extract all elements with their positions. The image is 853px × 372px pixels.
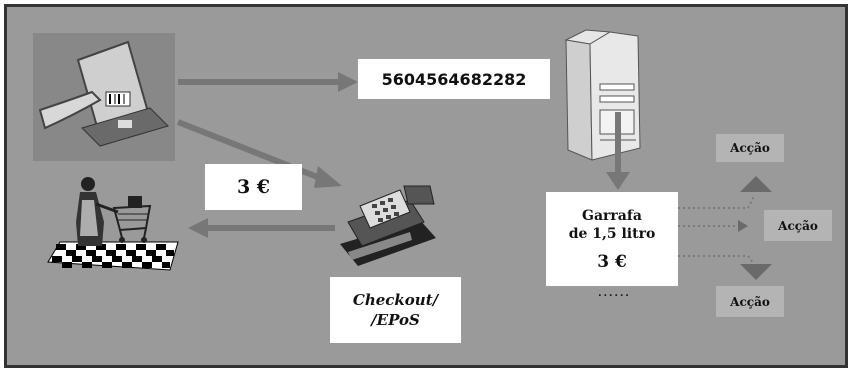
more-items-ellipsis: ······: [597, 288, 631, 304]
arrow-up-action: [740, 176, 772, 192]
checkout-label-line2: /EPoS: [371, 311, 420, 329]
cash-register-illustration: [340, 185, 436, 266]
shopper-illustration: [47, 177, 179, 271]
product-box: Garrafa de 1,5 litro 3 €: [546, 192, 678, 286]
arrow-to-product: [606, 112, 630, 190]
barcode-number: 5604564682282: [381, 69, 527, 89]
action-box-middle: Acção: [764, 210, 832, 241]
checkout-label-line1: Checkout/: [352, 291, 439, 309]
arrow-to-shopper: [188, 218, 335, 238]
barcode-box: 5604564682282: [358, 59, 550, 99]
arrow-down-action: [740, 264, 772, 280]
product-name-line2: de 1,5 litro: [568, 226, 656, 242]
action-box-top: Acção: [716, 134, 784, 162]
price-box: 3 €: [205, 164, 302, 210]
action-label-middle: Acção: [778, 218, 818, 233]
product-price: 3 €: [597, 252, 627, 272]
product-name-line1: Garrafa: [582, 208, 642, 224]
server-illustration: [564, 29, 641, 161]
action-box-bottom: Acção: [716, 286, 784, 317]
arrow-right-action: [738, 220, 748, 232]
action-label-bottom: Acção: [730, 294, 770, 309]
barcode-scan-illustration: [33, 33, 175, 161]
arrow-to-barcode: [178, 72, 358, 92]
price-value: 3 €: [236, 176, 271, 198]
action-label-top: Acção: [730, 141, 770, 155]
action-arrows: [678, 195, 755, 265]
checkout-box: Checkout/ /EPoS: [330, 277, 461, 343]
